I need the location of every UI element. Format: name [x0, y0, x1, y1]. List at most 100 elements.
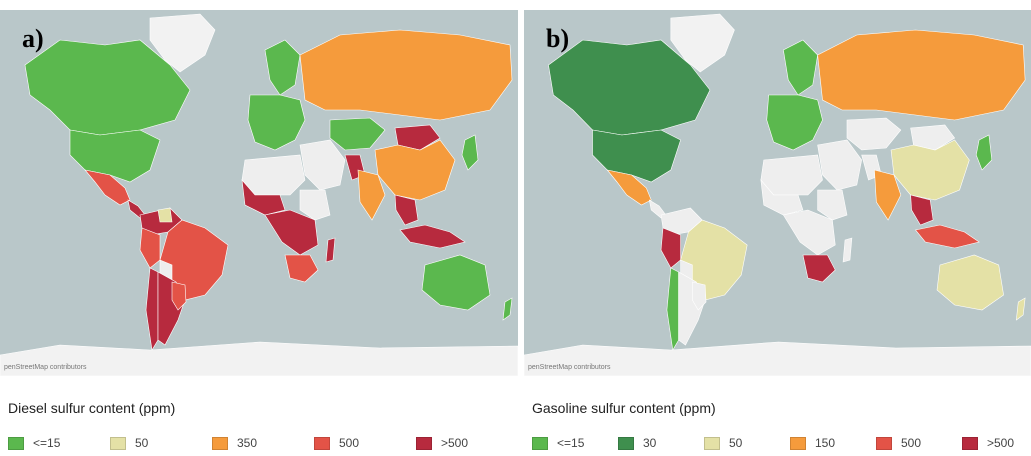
- legend-item[interactable]: 50: [704, 436, 790, 450]
- antarctica: [524, 341, 1031, 376]
- southern-africa: [802, 254, 836, 283]
- legend-swatch: [532, 436, 548, 450]
- peru: [660, 227, 681, 269]
- legend-swatch: [704, 436, 720, 450]
- australia: [936, 254, 1004, 311]
- southern-africa: [284, 254, 319, 283]
- india: [874, 169, 902, 221]
- legend-label: 30: [643, 436, 657, 450]
- panel-label: a): [22, 24, 44, 53]
- legend-label: >500: [987, 436, 1015, 450]
- greenland: [149, 13, 216, 73]
- antarctica: [0, 341, 518, 376]
- russia: [817, 29, 1026, 121]
- middle-east: [817, 139, 862, 191]
- legend-title: Diesel sulfur content (ppm): [8, 400, 176, 416]
- diesel-map[interactable]: [0, 10, 518, 376]
- madagascar: [842, 237, 853, 263]
- legend-swatch: [876, 436, 892, 450]
- legend: <=15 30 50 150 500 >500: [532, 436, 1031, 450]
- legend-label: 500: [339, 436, 360, 450]
- japan: [975, 134, 993, 171]
- legend-item[interactable]: <=15: [8, 436, 110, 450]
- legend-swatch: [212, 436, 228, 450]
- southeast-asia: [394, 194, 419, 226]
- central-africa: [782, 209, 836, 256]
- chile: [666, 267, 679, 351]
- legend-item[interactable]: >500: [416, 436, 518, 450]
- usa: [592, 129, 681, 183]
- panel-diesel: a) penStreetMap contributors Diesel sulf…: [0, 10, 518, 450]
- legend-label: 350: [237, 436, 258, 450]
- legend-item[interactable]: 150: [790, 436, 876, 450]
- legend-swatch: [962, 436, 978, 450]
- west-africa: [241, 179, 286, 216]
- china: [374, 139, 456, 201]
- chile: [145, 267, 159, 351]
- north-africa: [241, 154, 306, 196]
- legend-item[interactable]: 350: [212, 436, 314, 450]
- legend-swatch: [416, 436, 432, 450]
- legend-label: <=15: [33, 436, 61, 450]
- legend-label: 50: [135, 436, 149, 450]
- legend-item[interactable]: >500: [962, 436, 1031, 450]
- map-attribution[interactable]: penStreetMap contributors: [4, 364, 87, 371]
- usa: [69, 129, 161, 183]
- legend-item[interactable]: 30: [618, 436, 704, 450]
- legend-item[interactable]: 500: [314, 436, 416, 450]
- legend-label: <=15: [557, 436, 585, 450]
- legend-swatch: [110, 436, 126, 450]
- china: [890, 139, 970, 201]
- legend-item[interactable]: 50: [110, 436, 212, 450]
- indonesia: [914, 224, 980, 249]
- madagascar: [325, 237, 336, 263]
- central-africa: [264, 209, 319, 256]
- indonesia: [399, 224, 466, 249]
- europe: [766, 94, 823, 151]
- legend-swatch: [8, 436, 24, 450]
- australia: [421, 254, 491, 311]
- legend-label: 50: [729, 436, 743, 450]
- legend-label: 500: [901, 436, 922, 450]
- scandinavia: [264, 39, 301, 96]
- legend-item[interactable]: <=15: [532, 436, 618, 450]
- scandinavia: [783, 39, 818, 96]
- gasoline-map[interactable]: [524, 10, 1031, 376]
- legend: <=15 50 350 500 >500: [8, 436, 518, 450]
- kazakhstan: [846, 117, 902, 151]
- east-africa: [817, 189, 848, 221]
- new-zealand: [1015, 297, 1026, 321]
- peru: [139, 227, 161, 269]
- southeast-asia: [910, 194, 934, 226]
- canada: [548, 39, 711, 136]
- legend-item[interactable]: 500: [876, 436, 962, 450]
- panel-label: b): [546, 24, 570, 53]
- paraguay-uruguay: [171, 281, 187, 311]
- canada: [24, 39, 191, 136]
- mongolia: [394, 124, 441, 151]
- map-attribution[interactable]: penStreetMap contributors: [528, 364, 611, 371]
- legend-label: 150: [815, 436, 836, 450]
- legend-swatch: [314, 436, 330, 450]
- greenland: [670, 13, 735, 73]
- kazakhstan: [329, 117, 386, 151]
- europe: [247, 94, 306, 151]
- legend-label: >500: [441, 436, 469, 450]
- japan: [461, 134, 479, 171]
- russia: [299, 29, 513, 121]
- mexico: [84, 169, 131, 206]
- north-africa: [760, 154, 823, 196]
- panel-gasoline: b) penStreetMap contributors Gasoline su…: [524, 0, 1031, 456]
- legend-swatch: [790, 436, 806, 450]
- new-zealand: [502, 297, 513, 321]
- legend-swatch: [618, 436, 634, 450]
- india: [357, 169, 386, 221]
- west-africa: [760, 179, 804, 216]
- mongolia: [910, 124, 956, 151]
- mexico: [606, 169, 652, 206]
- east-africa: [299, 189, 331, 221]
- guyana: [157, 207, 173, 223]
- legend-title: Gasoline sulfur content (ppm): [532, 400, 716, 416]
- middle-east: [299, 139, 346, 191]
- paraguay-uruguay: [692, 281, 707, 311]
